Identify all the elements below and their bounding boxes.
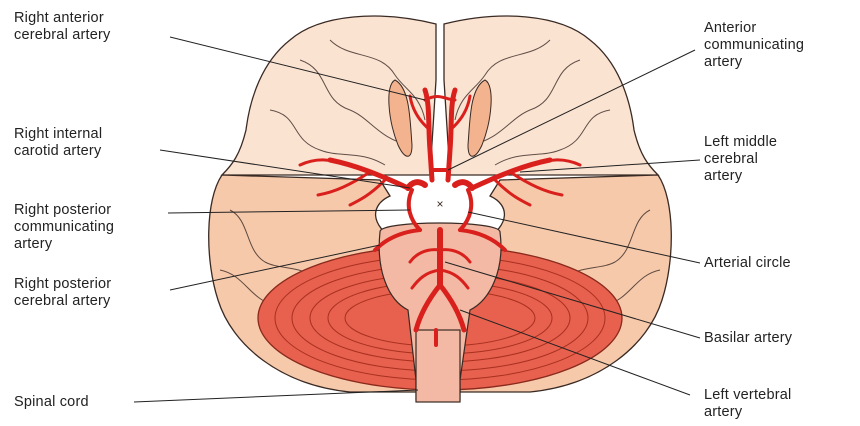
label-left-vertebral-artery: Left vertebral artery <box>704 387 791 421</box>
label-left-middle-cerebral-artery: Left middle cerebral artery <box>704 134 777 185</box>
label-right-posterior-cerebral-artery: Right posterior cerebral artery <box>14 276 111 310</box>
label-anterior-communicating-artery: Anterior communicating artery <box>704 20 804 71</box>
label-right-posterior-communicating-artery: Right posterior communicating artery <box>14 202 114 253</box>
circle-center-marker: × <box>436 197 443 211</box>
label-right-internal-carotid-artery: Right internal carotid artery <box>14 126 102 160</box>
label-arterial-circle: Arterial circle <box>704 255 791 272</box>
leader-spinal-cord <box>134 390 418 402</box>
label-basilar-artery: Basilar artery <box>704 330 792 347</box>
label-spinal-cord: Spinal cord <box>14 394 89 411</box>
label-right-anterior-cerebral-artery: Right anterior cerebral artery <box>14 10 110 44</box>
